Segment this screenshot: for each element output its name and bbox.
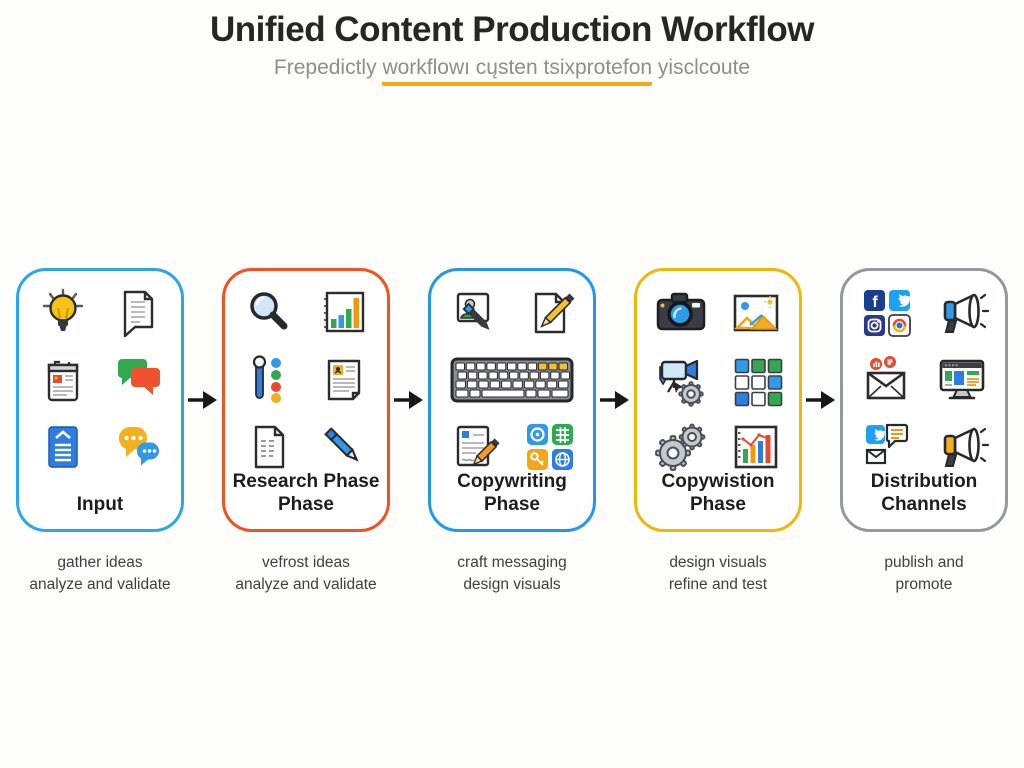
color-grid-icon — [726, 349, 786, 411]
caption-line: design visuals — [669, 554, 767, 571]
caption-line: vefrost ideas — [262, 554, 350, 571]
phase-label-line: Input — [76, 493, 124, 515]
dashed-document-icon — [239, 416, 299, 478]
phase-card-input: Input — [16, 268, 184, 532]
caption-line: analyze and validate — [29, 576, 171, 594]
phase-label-line: Copywriting — [457, 471, 567, 493]
keyboard-icon — [437, 349, 587, 411]
flow-arrow — [804, 388, 838, 412]
magnifier-icon — [239, 282, 299, 344]
edit-document-icon — [445, 416, 505, 478]
tweet-mail-icon — [857, 416, 917, 478]
phase-label: Input — [23, 494, 177, 516]
flow-arrow — [392, 388, 426, 412]
analytics-chart-icon — [726, 416, 786, 478]
phase-label-line: Phase — [278, 493, 334, 515]
image-icon — [726, 282, 786, 344]
phase-label-line: Phase — [690, 493, 746, 515]
phase-label-line: Phase — [484, 493, 540, 515]
phase-label: Copywistion Phase — [641, 471, 795, 516]
flow-arrow — [186, 388, 220, 412]
phase-caption: gather ideas analyze and validate — [29, 552, 170, 597]
icon-grid — [643, 281, 793, 479]
pencil-paper-icon — [520, 282, 580, 344]
phase-column-copywriting: Copywriting Phase craft messaging design… — [428, 268, 596, 597]
pen-icon — [314, 416, 374, 478]
phase-label: Copywriting Phase — [435, 471, 589, 516]
gears-icon — [651, 416, 711, 478]
phase-label: Distribution Channels — [847, 471, 1001, 516]
arrow-right-icon — [394, 391, 423, 409]
caption-line: design visuals — [463, 576, 561, 594]
email-alert-icon — [857, 349, 917, 411]
subtitle-post: yisclcoute — [652, 56, 751, 80]
social-grid-icon: f — [857, 282, 917, 344]
monitor-icon — [932, 349, 992, 411]
caption-line: analyze and validate — [235, 576, 377, 594]
phase-card-copywriting: Copywriting Phase — [428, 268, 596, 532]
slider-dots-icon — [239, 349, 299, 411]
flow-arrow — [598, 388, 632, 412]
app-grid-icon — [520, 416, 580, 478]
megaphone-yellow-icon — [932, 416, 992, 478]
caption-line: gather ideas — [57, 554, 143, 571]
caption-line: refine and test — [668, 576, 768, 594]
phase-card-copywistion: Copywistion Phase — [634, 268, 802, 532]
lightbulb-icon — [33, 282, 93, 344]
phase-caption: publish and promote — [884, 552, 963, 597]
phase-label-line: Copywistion — [661, 471, 775, 493]
phase-label-line: Research Phase — [232, 471, 380, 493]
phase-column-research: Research Phase Phase vefrost ideas analy… — [222, 268, 390, 597]
phase-column-input: Input gather ideas analyze and validate — [16, 268, 184, 597]
subtitle-pre: Frepedictly — [273, 56, 383, 80]
phase-card-distribution: f Distribution Channels — [840, 268, 1008, 532]
icon-grid — [437, 281, 587, 479]
phase-caption: craft messaging design visuals — [457, 552, 566, 597]
bar-chart-icon — [314, 282, 374, 344]
phase-card-research: Research Phase Phase — [222, 268, 390, 532]
newspaper-icon — [33, 349, 93, 411]
phase-column-distribution: f Distribution Channels publish and prom… — [840, 268, 1008, 597]
camera-icon — [651, 282, 711, 344]
page-subtitle: Frepedictly workflowı cųsten tsixprotefo… — [0, 56, 1024, 87]
phase-label-line: Channels — [881, 493, 967, 515]
chat-bubbles-icon — [108, 349, 168, 411]
caption-line: publish and — [884, 554, 964, 571]
phase-label: Research Phase Phase — [229, 471, 383, 516]
caption-line: craft messaging — [457, 554, 567, 571]
phase-caption: vefrost ideas analyze and validate — [235, 552, 376, 597]
badge-document-icon — [314, 349, 374, 411]
workflow-row: Input gather ideas analyze and validate … — [0, 268, 1024, 597]
phase-caption: design visuals refine and test — [669, 552, 767, 597]
caption-line: promote — [895, 576, 953, 594]
blue-document-icon — [33, 416, 93, 478]
svg-text:f: f — [872, 294, 878, 311]
megaphone-blue-icon — [932, 282, 992, 344]
icon-grid — [231, 281, 381, 479]
arrow-right-icon — [188, 391, 217, 409]
subtitle-underlined: workflowı cųsten tsixprotefon — [382, 56, 653, 87]
phase-column-copywistion: Copywistion Phase design visuals refine … — [634, 268, 802, 597]
icon-grid — [25, 281, 175, 479]
arrow-right-icon — [806, 391, 835, 409]
chat-dots-icon — [108, 416, 168, 478]
diagram-header: Unified Content Production Workflow Frep… — [0, 10, 1024, 87]
arrow-right-icon — [600, 391, 629, 409]
icon-grid: f — [849, 281, 999, 479]
phase-label-line: Distribution — [870, 471, 978, 493]
note-document-icon — [108, 282, 168, 344]
video-gear-icon — [651, 349, 711, 411]
page-title: Unified Content Production Workflow — [209, 10, 815, 49]
profile-pen-icon — [445, 282, 505, 344]
